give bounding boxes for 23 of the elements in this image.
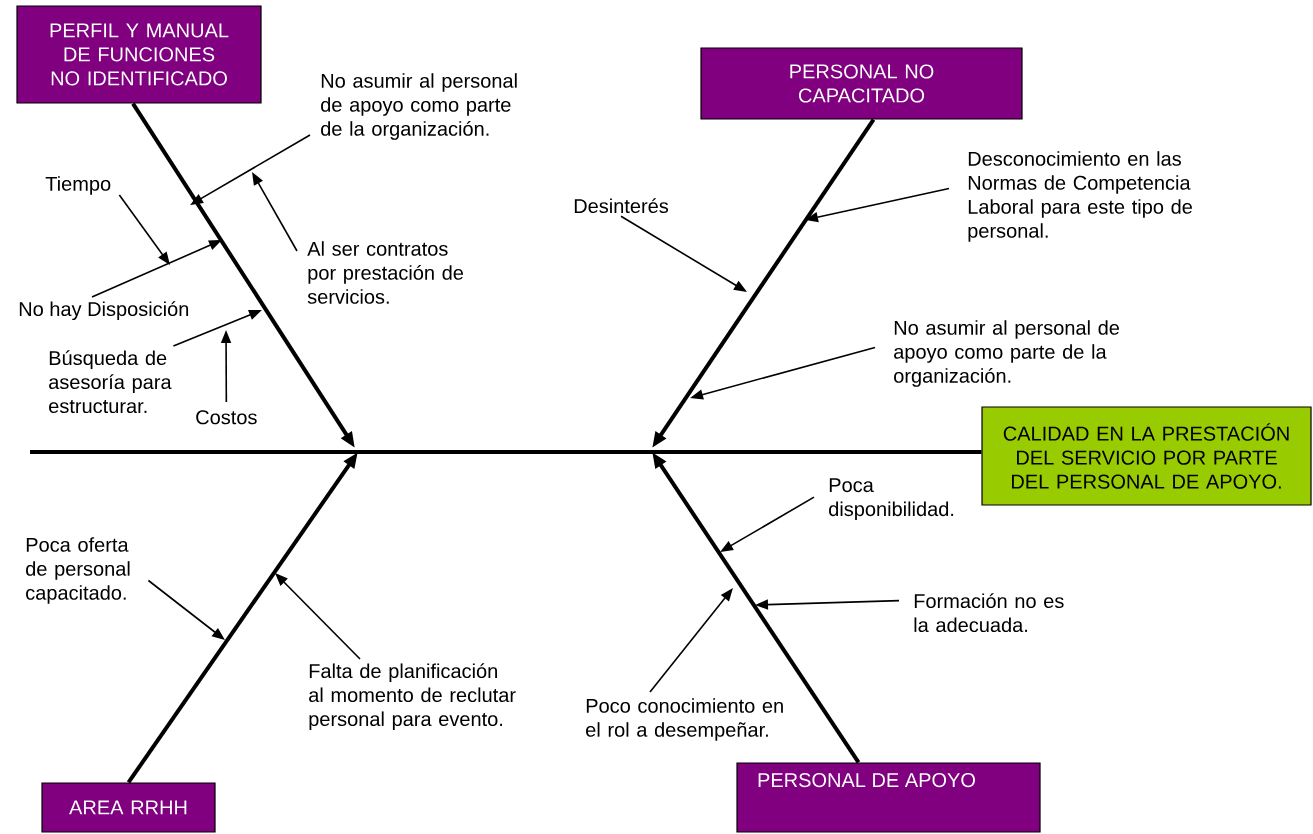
arrow bbox=[147, 579, 225, 640]
arrow bbox=[275, 573, 361, 660]
cause-text: Formación no es la adecuada. bbox=[914, 593, 1064, 633]
cause-text: Desconocimiento en las Normas de Competencia Laboral para este tipo de personal. bbox=[968, 151, 1192, 242]
cause-box: PERSONAL DE APOYO bbox=[736, 762, 1041, 833]
effect-box: CALIDAD EN LA PRESTACIÓN DEL SERVICIO POR PARTE DEL PERSONAL DE APOYO. bbox=[981, 406, 1312, 506]
cause-text: Tiempo bbox=[45, 176, 111, 195]
cause-text: Poca oferta de personal capacitado. bbox=[26, 537, 130, 604]
cause-text: Costos bbox=[196, 410, 257, 425]
spine-line bbox=[30, 450, 982, 454]
cause-text: No asumir al personal de apoyo como parte de la organización. bbox=[321, 73, 517, 140]
cause-text: No hay Disposición bbox=[19, 301, 189, 321]
arrow bbox=[649, 588, 733, 693]
cause-text: Al ser contratos por prestación de servicios. bbox=[307, 241, 464, 304]
cause-text: Falta de planificación al momento de reclutar personal para evento. bbox=[309, 663, 516, 731]
cause-text: Poca disponibilidad. bbox=[829, 478, 954, 521]
cause-box: PERFIL Y MANUAL DE FUNCIONES NO IDENTIFICADO bbox=[16, 5, 262, 104]
cause-text: Poco conocimiento en el rol a desempeñar. bbox=[586, 698, 783, 741]
cause-box: AREA RRHH bbox=[41, 782, 216, 833]
cause-text: Desinterés bbox=[574, 198, 669, 214]
cause-text: No asumir al personal de apoyo como parte de la organización. bbox=[894, 320, 1120, 387]
cause-text: Búsqueda de asesoría para estructurar. bbox=[49, 350, 172, 414]
cause-box: PERSONAL NO CAPACITADO bbox=[700, 47, 1023, 120]
